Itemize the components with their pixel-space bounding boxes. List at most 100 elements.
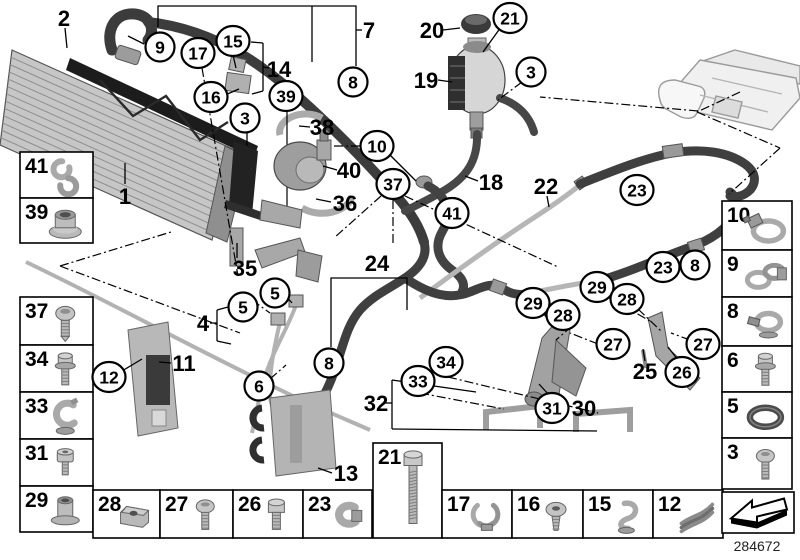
callout-circle: [375, 167, 411, 201]
part-label-2[interactable]: 2: [58, 6, 70, 31]
part-box-10[interactable]: 10: [721, 200, 793, 251]
part-box-15[interactable]: 15: [582, 489, 654, 539]
callout-29[interactable]: 29: [579, 270, 615, 304]
part-box-number: 37: [25, 300, 48, 323]
callout-28[interactable]: 28: [609, 282, 645, 316]
part-box-27[interactable]: 27: [159, 489, 234, 539]
callout-8[interactable]: 8: [679, 249, 711, 281]
part-box-39[interactable]: 39: [19, 197, 94, 244]
callout-number: 16: [201, 87, 221, 107]
callout-number: 15: [223, 31, 243, 51]
callout-27[interactable]: 27: [595, 327, 631, 361]
callout-number: 31: [542, 398, 562, 418]
part-label-38[interactable]: 38: [310, 115, 334, 140]
leader-line: [64, 27, 68, 49]
part-box-9[interactable]: 9: [721, 249, 793, 298]
callout-41[interactable]: 41: [434, 196, 470, 230]
callout-5[interactable]: 5: [259, 277, 291, 309]
part-box-26[interactable]: 26: [232, 489, 304, 539]
callout-5[interactable]: 5: [227, 291, 259, 323]
part-box-8[interactable]: 8: [721, 296, 793, 347]
callout-29[interactable]: 29: [515, 286, 551, 320]
part-box-6[interactable]: 6: [721, 345, 793, 393]
callout-39[interactable]: 39: [268, 79, 304, 113]
part-box-17[interactable]: 17: [441, 489, 513, 539]
part-box-number: 8: [727, 300, 739, 323]
part-box-28[interactable]: 28: [92, 489, 161, 539]
part-box-16[interactable]: 16: [511, 489, 584, 539]
part-box-12[interactable]: 12: [652, 489, 724, 539]
callout-circle: [645, 250, 681, 284]
callout-number: 12: [99, 367, 119, 387]
part-box-number: 9: [727, 253, 739, 276]
part-label-1[interactable]: 1: [119, 184, 131, 209]
part-label-7[interactable]: 7: [363, 18, 375, 43]
callout-26[interactable]: 26: [664, 355, 700, 389]
callout-number: 6: [254, 376, 264, 396]
callout-23[interactable]: 23: [645, 250, 681, 284]
part-box-number: 27: [165, 493, 188, 516]
part-label-13[interactable]: 13: [334, 461, 358, 486]
callout-31[interactable]: 31: [534, 391, 570, 425]
phantom-line: [59, 231, 172, 267]
part-label-20[interactable]: 20: [420, 18, 444, 43]
callout-circle: [193, 80, 229, 114]
part-box-frame: [19, 197, 94, 244]
part-box-41[interactable]: 41: [19, 151, 94, 199]
part-box-number: 3: [727, 441, 739, 464]
callout-8[interactable]: 8: [313, 347, 345, 379]
callout-28[interactable]: 28: [545, 298, 581, 332]
callout-3[interactable]: 3: [515, 56, 547, 88]
part-box-frame: [721, 437, 793, 490]
part-label-22[interactable]: 22: [534, 174, 558, 199]
callout-9[interactable]: 9: [144, 31, 176, 63]
part-box-31[interactable]: 31: [19, 438, 94, 487]
part-box-3[interactable]: 3: [721, 437, 793, 490]
part-label-14[interactable]: 14: [267, 57, 292, 82]
part-box-34[interactable]: 34: [19, 344, 94, 393]
part-label-19[interactable]: 19: [414, 68, 438, 93]
part-label-4[interactable]: 4: [197, 311, 210, 336]
part-label-18[interactable]: 18: [479, 170, 503, 195]
direction-arrow-box[interactable]: [721, 491, 795, 534]
callout-3[interactable]: 3: [229, 102, 261, 134]
part-label-30[interactable]: 30: [572, 396, 596, 421]
callout-23[interactable]: 23: [619, 173, 655, 207]
callout-16[interactable]: 16: [193, 80, 229, 114]
callout-10[interactable]: 10: [359, 129, 395, 163]
part-box-21[interactable]: 21: [372, 442, 443, 539]
callout-8[interactable]: 8: [337, 66, 369, 98]
hex-bolt-icon: [267, 498, 285, 530]
callout-33[interactable]: 33: [400, 364, 436, 398]
leader-line: [317, 467, 333, 474]
part-box-37[interactable]: 37: [19, 296, 94, 346]
callout-circle: [243, 370, 275, 402]
part-label-40[interactable]: 40: [337, 158, 361, 183]
callout-27[interactable]: 27: [685, 327, 721, 361]
part-label-32[interactable]: 32: [364, 391, 388, 416]
leader-line: [482, 26, 502, 53]
callout-21[interactable]: 21: [492, 1, 528, 35]
part-label-25[interactable]: 25: [633, 359, 657, 384]
part-box-33[interactable]: 33: [19, 391, 94, 440]
callout-circle: [579, 270, 615, 304]
part-label-35[interactable]: 35: [233, 256, 257, 281]
part-label-24[interactable]: 24: [365, 251, 390, 276]
callout-15[interactable]: 15: [215, 24, 251, 58]
callout-12[interactable]: 12: [91, 360, 127, 394]
callout-circle: [259, 277, 291, 309]
part-box-5[interactable]: 5: [721, 391, 793, 439]
callout-circle: [91, 360, 127, 394]
part-label-11[interactable]: 11: [172, 351, 195, 376]
bracket-11-art: [127, 321, 179, 437]
part-box-23[interactable]: 23: [302, 489, 373, 539]
callout-circle: [595, 327, 631, 361]
part-box-29[interactable]: 29: [19, 485, 94, 533]
callout-17[interactable]: 17: [180, 36, 216, 70]
callout-number: 34: [436, 352, 456, 372]
callout-34[interactable]: 34: [428, 345, 464, 379]
callout-6[interactable]: 6: [243, 370, 275, 402]
callout-circle: [534, 391, 570, 425]
part-label-36[interactable]: 36: [333, 191, 357, 216]
callout-37[interactable]: 37: [375, 167, 411, 201]
